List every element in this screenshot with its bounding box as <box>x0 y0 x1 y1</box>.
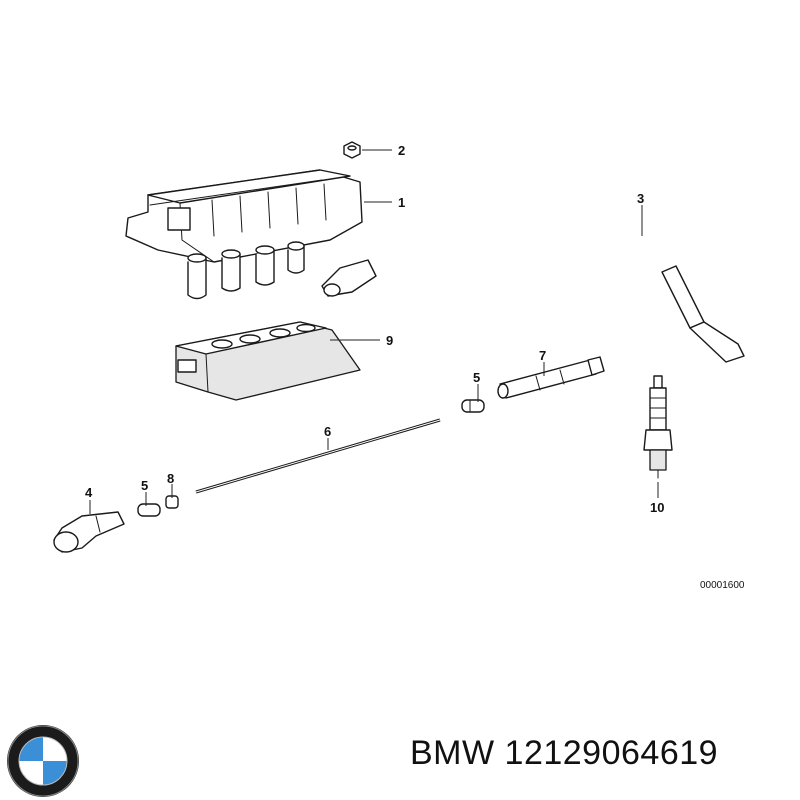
plug-connector <box>497 356 605 399</box>
nut <box>343 141 361 159</box>
diagram-reference-number: 00001600 <box>700 580 745 591</box>
part-label: BMW 12129064619 <box>410 734 718 773</box>
bmw-roundel-icon <box>7 725 79 797</box>
callout-10: 10 <box>650 500 664 515</box>
callout-7: 7 <box>539 348 546 363</box>
sleeve-left <box>137 503 161 517</box>
ignition-coil-pack <box>125 169 363 300</box>
part-number: 12129064619 <box>504 734 719 772</box>
ignition-wire <box>195 418 441 494</box>
brand-name: BMW <box>410 734 495 772</box>
callout-5-right: 5 <box>473 370 480 385</box>
plug-boot <box>53 511 125 553</box>
callout-8: 8 <box>167 471 174 486</box>
callout-5-left: 5 <box>141 478 148 493</box>
callout-6: 6 <box>324 424 331 439</box>
sleeve-right <box>461 399 485 413</box>
callout-3: 3 <box>637 191 644 206</box>
spark-plug <box>643 375 673 479</box>
leader-lines <box>89 149 659 514</box>
coil-cover <box>175 321 361 401</box>
callout-2: 2 <box>398 143 405 158</box>
callout-4: 4 <box>85 485 93 500</box>
callout-9: 9 <box>386 333 393 348</box>
ignition-lead <box>321 208 745 363</box>
callout-1: 1 <box>398 195 405 210</box>
